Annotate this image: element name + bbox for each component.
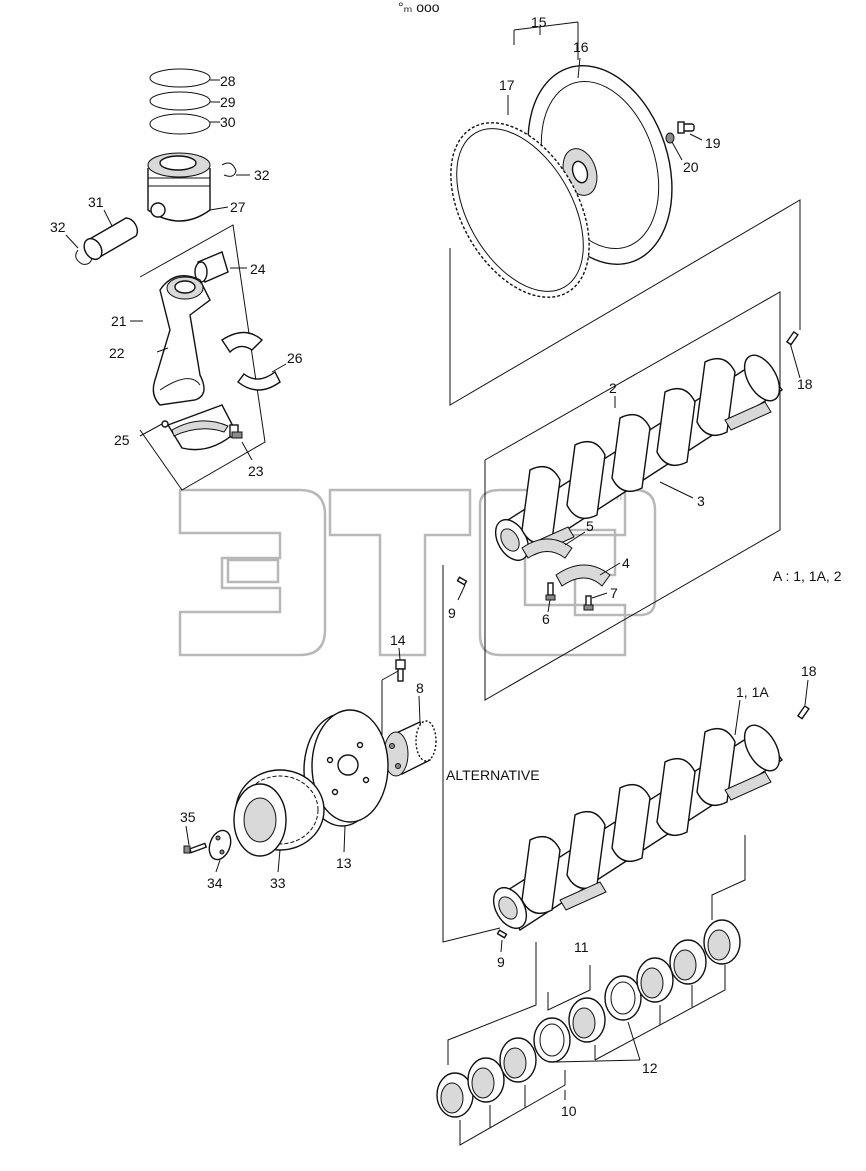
rod-nut xyxy=(229,424,243,439)
callout-26: 26 xyxy=(287,350,303,366)
ring-gear xyxy=(450,122,590,298)
callout-17: 17 xyxy=(499,77,515,93)
crankshaft-alternative xyxy=(492,724,784,931)
callout-1-1a: 1, 1A xyxy=(736,684,769,700)
callout-34: 34 xyxy=(207,875,223,891)
callout-32-right: 32 xyxy=(254,167,270,183)
alternative-label: ALTERNATIVE xyxy=(446,767,540,783)
variant-note: A : 1, 1A, 2 xyxy=(773,568,842,584)
callout-35: 35 xyxy=(180,809,196,825)
crank-dowel-pin-alt xyxy=(496,704,810,939)
piston-pin xyxy=(83,217,139,261)
callout-14: 14 xyxy=(390,632,406,648)
thrust-washer-upper xyxy=(521,538,573,559)
callout-16: 16 xyxy=(573,39,589,55)
callout-19: 19 xyxy=(705,135,721,151)
callout-3: 3 xyxy=(697,493,705,509)
callout-2: 2 xyxy=(609,380,617,396)
header-mark: °ₘ ooo xyxy=(398,0,440,15)
rod-bearing-upper xyxy=(221,331,264,354)
vibration-damper xyxy=(303,709,389,827)
piston-circlip-left xyxy=(75,249,93,265)
callout-9-upper: 9 xyxy=(448,605,456,621)
callout-10: 10 xyxy=(561,1103,577,1119)
pulley-plate xyxy=(208,829,232,861)
callout-15: 15 xyxy=(531,14,547,30)
main-bearing-shells xyxy=(436,919,741,1118)
callout-24: 24 xyxy=(250,261,266,277)
crank-gear xyxy=(383,720,437,777)
callout-18-upper: 18 xyxy=(797,376,813,392)
callout-29: 29 xyxy=(220,94,236,110)
callout-22: 22 xyxy=(109,345,125,361)
rod-dowel xyxy=(161,420,169,428)
callout-9-lower: 9 xyxy=(497,954,505,970)
callout-5: 5 xyxy=(586,518,594,534)
callout-7: 7 xyxy=(610,585,618,601)
callout-30: 30 xyxy=(220,114,236,130)
callout-31: 31 xyxy=(88,194,104,210)
piston-circlip-right xyxy=(221,162,237,177)
callout-11: 11 xyxy=(574,939,589,955)
callout-32-left: 32 xyxy=(50,219,66,235)
thrust-screws xyxy=(456,576,594,611)
callout-23: 23 xyxy=(248,463,264,479)
piston-rings xyxy=(149,68,211,135)
pulley xyxy=(233,769,325,857)
callout-12: 12 xyxy=(642,1060,658,1076)
crank-nose-bolt xyxy=(395,659,406,682)
flywheel-bolt xyxy=(665,121,695,144)
thrust-washer-lower xyxy=(555,564,611,587)
crankshaft-main xyxy=(494,354,784,561)
rod-bearing-lower xyxy=(237,370,281,391)
callout-25: 25 xyxy=(114,432,130,448)
callout-13: 13 xyxy=(336,855,352,871)
callout-21: 21 xyxy=(111,313,127,329)
callout-4: 4 xyxy=(622,555,630,571)
callout-8: 8 xyxy=(416,680,424,696)
crank-dowel-pin xyxy=(785,330,799,346)
callout-33: 33 xyxy=(270,875,286,891)
pulley-screw xyxy=(183,842,208,854)
small-end-bush xyxy=(194,251,229,283)
callout-27: 27 xyxy=(230,199,246,215)
callout-20: 20 xyxy=(683,159,699,175)
connecting-rod xyxy=(152,275,211,406)
callout-28: 28 xyxy=(220,73,236,89)
rod-cap xyxy=(166,404,237,451)
callout-18-lower: 18 xyxy=(801,663,817,679)
piston xyxy=(147,152,211,222)
callout-6: 6 xyxy=(542,611,550,627)
